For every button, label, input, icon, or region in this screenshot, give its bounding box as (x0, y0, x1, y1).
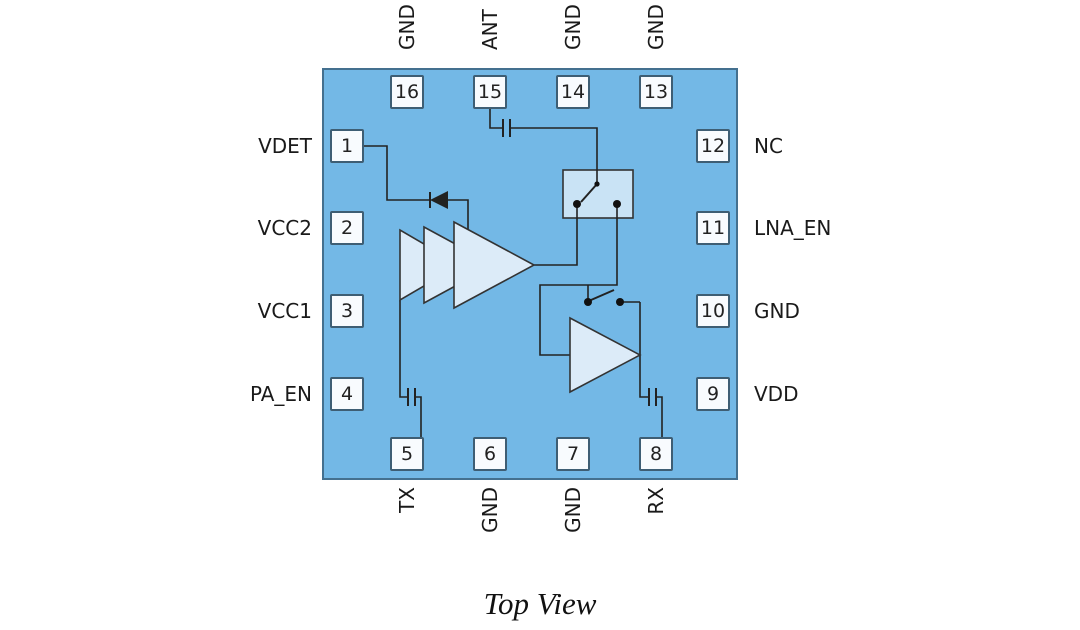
pin-4: 4 (330, 377, 364, 411)
pin-label-vcc1: VCC1 (257, 299, 312, 323)
wire (656, 396, 663, 437)
pin-15: 15 (473, 75, 507, 109)
pin-label-lna-en: LNA_EN (754, 216, 832, 240)
pin-16: 16 (390, 75, 424, 109)
pin-8: 8 (639, 437, 673, 471)
pin-label-ant: ANT (478, 9, 502, 50)
bypass-switch-icon (584, 289, 624, 306)
capacitor-icon (502, 119, 511, 137)
pin-label-gnd-10: GND (754, 299, 800, 323)
pin-13: 13 (639, 75, 673, 109)
wire (415, 396, 422, 437)
wire (510, 127, 598, 184)
pin-5: 5 (390, 437, 424, 471)
capacitor-icon (648, 388, 657, 406)
pin-3: 3 (330, 294, 364, 328)
pin-7: 7 (556, 437, 590, 471)
pin-label-nc: NC (754, 134, 783, 158)
pin-label-gnd-14: GND (561, 4, 585, 50)
pin-label-vdet: VDET (258, 134, 312, 158)
pin-11: 11 (696, 211, 730, 245)
pin-label-gnd-13: GND (644, 4, 668, 50)
pin-label-gnd-6: GND (478, 487, 502, 533)
pin-label-rx: RX (644, 487, 668, 515)
detector-diode-icon (429, 191, 448, 209)
wire (534, 204, 578, 266)
pin-2: 2 (330, 211, 364, 245)
wires (364, 109, 663, 437)
wire (364, 145, 430, 201)
lna-amplifier-icon (569, 316, 642, 394)
diagram-title: Top View (483, 586, 597, 621)
pin-10: 10 (696, 294, 730, 328)
antenna-switch-icon (562, 169, 634, 219)
wire (539, 204, 618, 356)
pin-label-pa-en: PA_EN (249, 382, 312, 406)
wire (489, 109, 503, 129)
pa-amplifier-icon (399, 220, 536, 310)
wire (639, 302, 649, 398)
capacitor-icon (407, 388, 416, 406)
pin-label-vdd: VDD (754, 382, 799, 406)
pin-6: 6 (473, 437, 507, 471)
pin-label-vcc2: VCC2 (257, 216, 312, 240)
wire (399, 300, 408, 398)
chip-body (322, 68, 738, 480)
pin-9: 9 (696, 377, 730, 411)
pin-14: 14 (556, 75, 590, 109)
pin-12: 12 (696, 129, 730, 163)
pin-1: 1 (330, 129, 364, 163)
antenna-switch-arm-icon (573, 181, 621, 208)
pin-label-tx: TX (395, 487, 419, 513)
pin-label-gnd-16: GND (395, 4, 419, 50)
wire (448, 199, 469, 229)
pin-label-gnd-7: GND (561, 487, 585, 533)
